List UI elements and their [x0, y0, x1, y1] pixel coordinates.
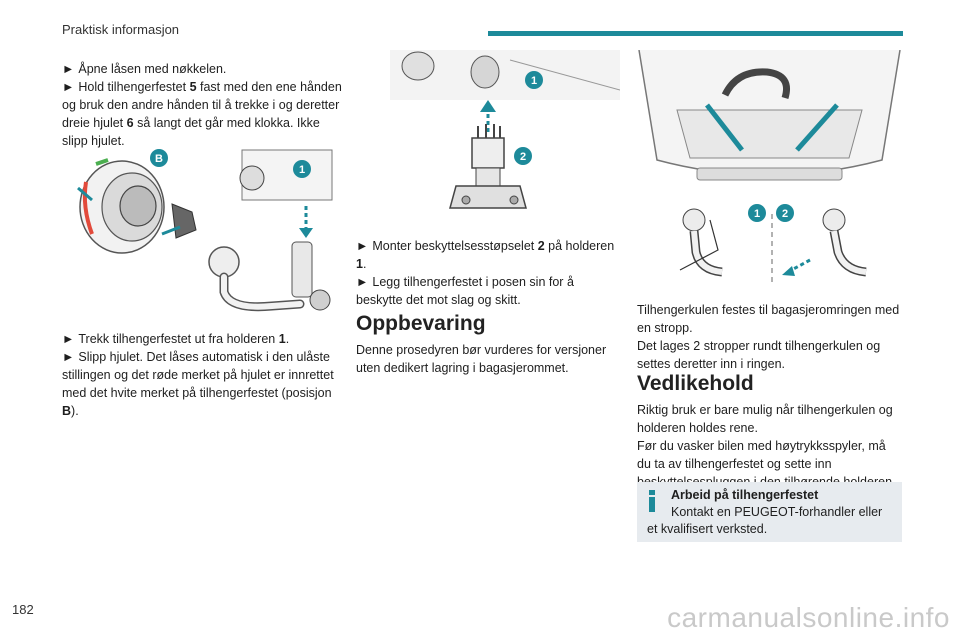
page-number: 182: [12, 602, 34, 617]
strap-illustration: 1 2: [679, 204, 867, 284]
info-icon: [649, 490, 655, 512]
step-open-lock: ►Åpne låsen med nøkkelen.: [62, 60, 344, 78]
col1-top-text: ►Åpne låsen med nøkkelen. ►Hold tilhenge…: [62, 60, 344, 150]
step-text: fast med den ene hånden og bruk den andr…: [62, 80, 342, 130]
info-text: Kontakt en PEUGEOT-forhandler eller et k…: [647, 504, 894, 538]
maintenance-section: Vedlikehold Riktig bruk er bare mulig nå…: [637, 372, 902, 491]
svg-text:2: 2: [782, 208, 788, 220]
arrow-icon: ►: [356, 275, 369, 289]
step-hold-hitch: ►Hold tilhengerfestet 5 fast med den ene…: [62, 78, 344, 150]
strap-paragraph-1: Tilhengerkulen festes til bagasjeromring…: [637, 303, 900, 335]
badge-1: 1: [748, 204, 766, 222]
badge-2: 2: [776, 204, 794, 222]
step-mount-plug: ►Monter beskyttelsesstøpselet 2 på holde…: [356, 237, 620, 273]
ref-number: 2: [537, 239, 545, 253]
svg-text:1: 1: [531, 75, 537, 87]
insert-arrow-head: [480, 100, 496, 112]
ref-number: 1: [278, 332, 286, 346]
info-text-content: Kontakt en PEUGEOT-forhandler eller et k…: [647, 505, 883, 536]
trunk-drawing: [638, 50, 901, 181]
storage-section: Oppbevaring Denne prosedyren bør vurdere…: [356, 312, 620, 377]
step-text: Åpne låsen med nøkkelen.: [78, 62, 227, 76]
arrow-icon: ►: [62, 350, 75, 364]
step-pull-out: ►Trekk tilhengerfestet ut fra holderen 1…: [62, 330, 344, 348]
ref-number: 1: [356, 257, 363, 271]
tow-ball-drawing: [208, 149, 333, 312]
step-release-wheel: ►Slipp hjulet. Det låses automatisk i de…: [62, 348, 344, 420]
badge-b: B: [150, 149, 168, 167]
protective-plug-drawing: [449, 124, 527, 209]
col2-steps: ►Monter beskyttelsesstøpselet 2 på holde…: [356, 237, 620, 309]
step-text: Slipp hjulet. Det låses automatisk i den…: [62, 350, 334, 400]
storage-heading: Oppbevaring: [356, 312, 486, 335]
step-store-bag: ►Legg tilhengerfestet i posen sin for å …: [356, 273, 620, 309]
step-text: Legg tilhengerfestet i posen sin for å b…: [356, 275, 574, 307]
svg-text:B: B: [155, 153, 163, 165]
step-text: Hold tilhengerfestet: [78, 80, 187, 94]
watermark: carmanualsonline.info: [667, 602, 950, 633]
strap-paragraph-2: Det lages 2 stropper rundt tilhengerkule…: [637, 339, 881, 371]
pointer-line: [705, 103, 744, 152]
arrow-icon: ►: [62, 332, 75, 346]
pointer-line: [795, 103, 839, 152]
step-text: på holderen: [548, 239, 615, 253]
badge-2: 2: [514, 147, 532, 165]
badge-1: 1: [525, 71, 543, 89]
step-text: .: [285, 332, 290, 346]
hitch-holder-drawing: [390, 50, 620, 100]
step-text: så langt det går med klokka. Ikke slipp …: [62, 116, 320, 148]
col3-strap-text: Tilhengerkulen festes til bagasjeromring…: [637, 301, 902, 373]
maintenance-paragraph-1: Riktig bruk er bare mulig når tilhengerk…: [637, 403, 893, 435]
section-title: Praktisk informasjon: [62, 22, 180, 37]
trunk-ring-drawing: [721, 68, 790, 100]
svg-text:1: 1: [299, 164, 305, 176]
arrow-icon: ►: [62, 80, 75, 94]
arrow-icon: ►: [356, 239, 369, 253]
header-accent-bar: [488, 31, 903, 36]
col1-bottom-text: ►Trekk tilhengerfestet ut fra holderen 1…: [62, 330, 344, 420]
arrow-icon: ►: [62, 62, 75, 76]
maintenance-heading: Vedlikehold: [637, 372, 754, 395]
trunk-ring-illustration: [638, 50, 901, 181]
tow-ball-strap-drawing: [782, 208, 867, 277]
badge-1: 1: [293, 160, 311, 178]
tow-ball-strap-drawing: [679, 208, 723, 277]
lock-wheel-drawing: [77, 158, 197, 254]
protective-plug-illustration: 1 2: [390, 50, 620, 209]
step-text: Trekk tilhengerfestet ut fra holderen: [78, 332, 276, 346]
step-text: Monter beskyttelsesstøpselet: [372, 239, 535, 253]
ref-number: 6: [126, 116, 134, 130]
info-title: Arbeid på tilhengerfestet: [671, 488, 819, 502]
hitch-removal-illustration: B 1: [77, 149, 333, 312]
storage-paragraph: Denne prosedyren bør vurderes for versjo…: [356, 343, 607, 375]
step-text: ).: [71, 404, 79, 418]
info-box: Arbeid på tilhengerfestet Kontakt en PEU…: [637, 482, 902, 542]
svg-text:1: 1: [754, 208, 760, 220]
ref-number: B: [62, 404, 72, 418]
ref-number: 5: [189, 80, 197, 94]
svg-text:2: 2: [520, 151, 526, 163]
step-text: .: [362, 257, 367, 271]
